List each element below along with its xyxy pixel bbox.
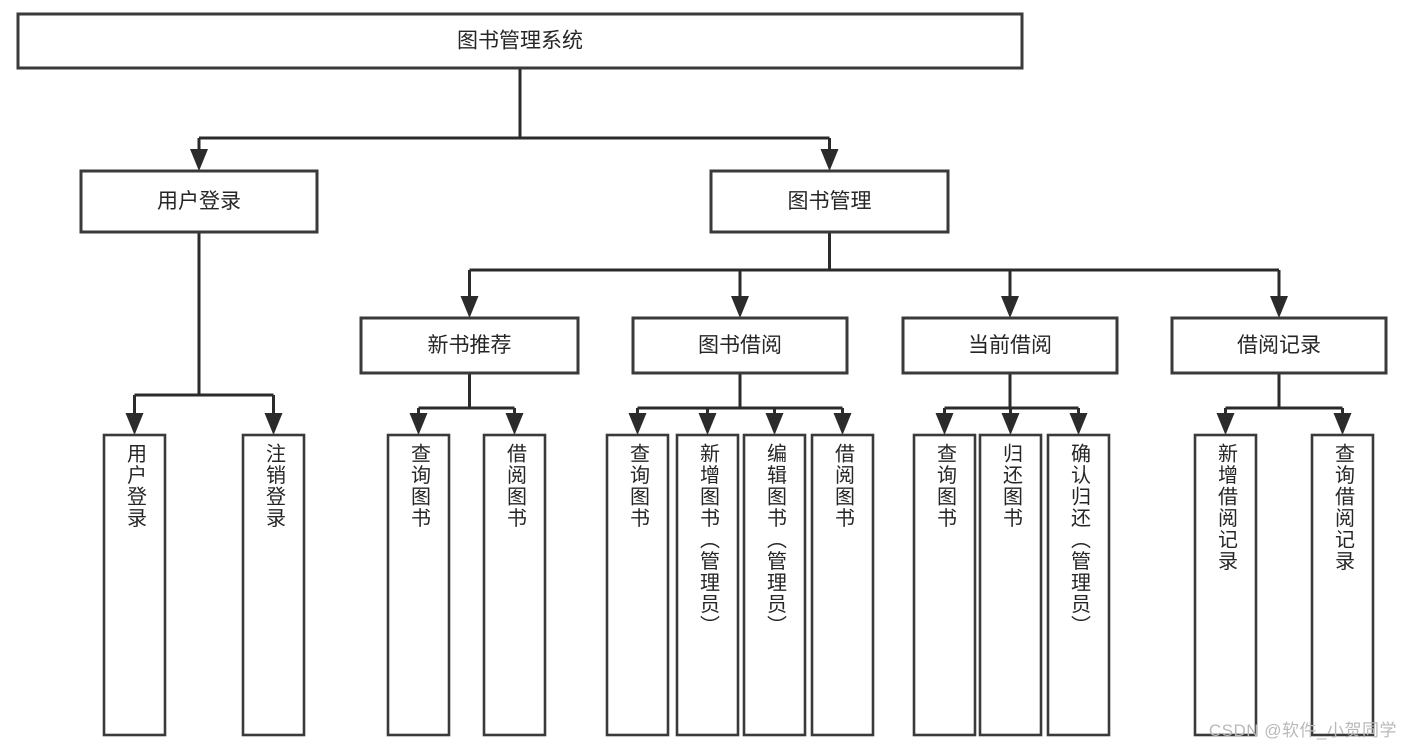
arrowhead-icon xyxy=(1270,296,1288,318)
node-leaf-query-book-current[interactable] xyxy=(912,433,977,737)
node-label-borrow-record: 借阅记录 xyxy=(1237,334,1321,357)
node-new-book-recommend[interactable] xyxy=(359,316,580,375)
watermark-text: CSDN @软件_小贺同学 xyxy=(1208,721,1397,740)
node-leaf-query-book-recommend[interactable] xyxy=(386,433,451,737)
arrowhead-icon xyxy=(1216,413,1235,435)
connector-group-current-borrow xyxy=(935,373,1088,435)
node-leaf-query-borrow-record[interactable] xyxy=(1310,433,1375,737)
node-label-user-login: 用户登录 xyxy=(157,190,241,213)
arrowhead-icon xyxy=(935,413,954,435)
arrowhead-icon xyxy=(820,149,839,171)
node-book-borrow[interactable] xyxy=(631,316,849,375)
node-leaf-add-borrow-record[interactable] xyxy=(1193,433,1258,737)
node-box-current-borrow[interactable] xyxy=(901,316,1119,375)
node-box-leaf-edit-book[interactable] xyxy=(742,433,807,737)
node-label-current-borrow: 当前借阅 xyxy=(968,334,1052,357)
arrowhead-icon xyxy=(1001,296,1019,318)
node-box-leaf-borrow-book[interactable] xyxy=(810,433,875,737)
node-box-book-borrow[interactable] xyxy=(631,316,849,375)
node-box-leaf-query-book-current[interactable] xyxy=(912,433,977,737)
node-box-leaf-borrow-book-recommend[interactable] xyxy=(482,433,547,737)
connector-group-book-borrow xyxy=(628,373,852,435)
node-box-user-login[interactable] xyxy=(79,169,319,234)
connector-group-user-login xyxy=(125,232,283,435)
node-label-book-management: 图书管理 xyxy=(788,190,872,213)
arrowhead-icon xyxy=(765,413,784,435)
arrowhead-icon xyxy=(409,413,428,435)
node-box-leaf-query-book-borrow[interactable] xyxy=(605,433,670,737)
node-box-leaf-confirm-return[interactable] xyxy=(1046,433,1111,737)
node-leaf-return-book[interactable] xyxy=(978,433,1043,737)
node-user-login[interactable] xyxy=(79,169,319,234)
node-label-root: 图书管理系统 xyxy=(457,30,583,53)
node-book-management[interactable] xyxy=(709,169,950,234)
node-box-leaf-query-borrow-record[interactable] xyxy=(1310,433,1375,737)
node-borrow-record[interactable] xyxy=(1170,316,1388,375)
node-label-book-borrow: 图书借阅 xyxy=(698,334,782,357)
arrowhead-icon xyxy=(505,413,524,435)
node-box-leaf-query-book-recommend[interactable] xyxy=(386,433,451,737)
node-leaf-borrow-book-recommend[interactable] xyxy=(482,433,547,737)
node-root[interactable] xyxy=(16,12,1024,70)
node-leaf-borrow-book[interactable] xyxy=(810,433,875,737)
connector-group-root xyxy=(190,68,839,171)
node-box-leaf-add-borrow-record[interactable] xyxy=(1193,433,1258,737)
node-leaf-edit-book[interactable] xyxy=(742,433,807,737)
node-label-new-book-recommend: 新书推荐 xyxy=(428,334,512,357)
node-leaf-query-book-borrow[interactable] xyxy=(605,433,670,737)
arrowhead-icon xyxy=(1333,413,1352,435)
node-box-new-book-recommend[interactable] xyxy=(359,316,580,375)
arrowhead-icon xyxy=(698,413,717,435)
node-box-leaf-add-book[interactable] xyxy=(675,433,740,737)
arrowhead-icon xyxy=(264,413,283,435)
node-current-borrow[interactable] xyxy=(901,316,1119,375)
node-box-leaf-return-book[interactable] xyxy=(978,433,1043,737)
arrowhead-icon xyxy=(731,296,749,318)
arrowhead-icon xyxy=(125,413,144,435)
arrowhead-icon xyxy=(460,296,479,318)
node-box-borrow-record[interactable] xyxy=(1170,316,1388,375)
connector-group-book-management xyxy=(460,232,1288,318)
node-box-book-management[interactable] xyxy=(709,169,950,234)
node-box-root[interactable] xyxy=(16,12,1024,70)
node-leaf-confirm-return[interactable] xyxy=(1046,433,1111,737)
connector-group-new-book-recommend xyxy=(409,373,524,435)
node-leaf-user-login[interactable] xyxy=(102,433,167,737)
connector-group-borrow-record xyxy=(1216,373,1352,435)
arrowhead-icon xyxy=(1001,413,1020,435)
node-leaf-add-book[interactable] xyxy=(675,433,740,737)
arrowhead-icon xyxy=(833,413,852,435)
node-box-leaf-user-login[interactable] xyxy=(102,433,167,737)
arrowhead-icon xyxy=(190,149,208,171)
arrowhead-icon xyxy=(1069,413,1088,435)
node-box-leaf-user-logout[interactable] xyxy=(241,433,306,737)
arrowhead-icon xyxy=(628,413,647,435)
node-leaf-user-logout[interactable] xyxy=(241,433,306,737)
